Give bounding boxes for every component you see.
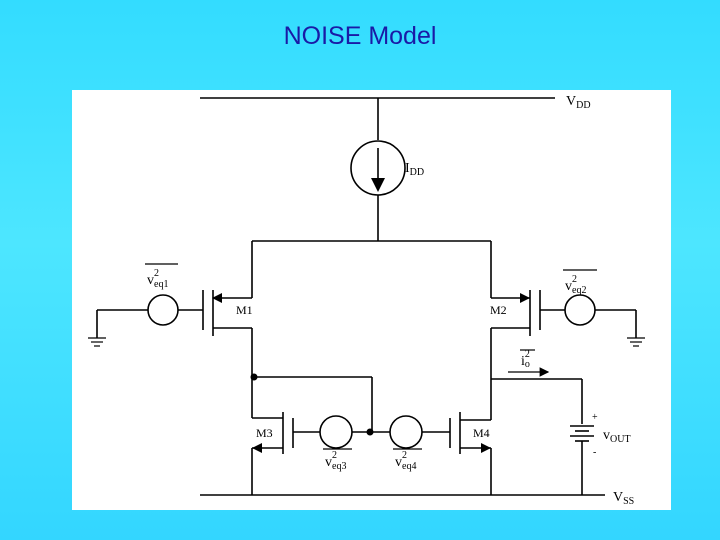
vout-label: vOUT [603, 428, 631, 445]
veq2-noise-source [540, 294, 645, 347]
idd-label: IDD [405, 161, 424, 178]
circuit-panel [72, 90, 671, 510]
vout-battery [570, 425, 594, 495]
m2-label: M2 [490, 303, 507, 317]
m1-transistor [202, 241, 253, 418]
veq3-noise-source [293, 415, 390, 449]
junction-dot [250, 373, 258, 381]
vout-minus: - [593, 447, 596, 458]
veq4-noise-source [389, 415, 450, 449]
veq1-noise-source [88, 294, 203, 347]
vout-plus: + [592, 412, 598, 423]
m3-transistor [251, 412, 294, 495]
vss-label: VSS [613, 490, 634, 507]
m1-label: M1 [236, 303, 253, 317]
vdd-label: VDD [566, 94, 591, 111]
idd-current-source [350, 98, 406, 241]
m4-transistor [449, 412, 492, 495]
m4-label: M4 [473, 426, 490, 440]
m3-label: M3 [256, 426, 273, 440]
m2-transistor [490, 241, 541, 420]
slide-title: NOISE Model [283, 22, 437, 50]
